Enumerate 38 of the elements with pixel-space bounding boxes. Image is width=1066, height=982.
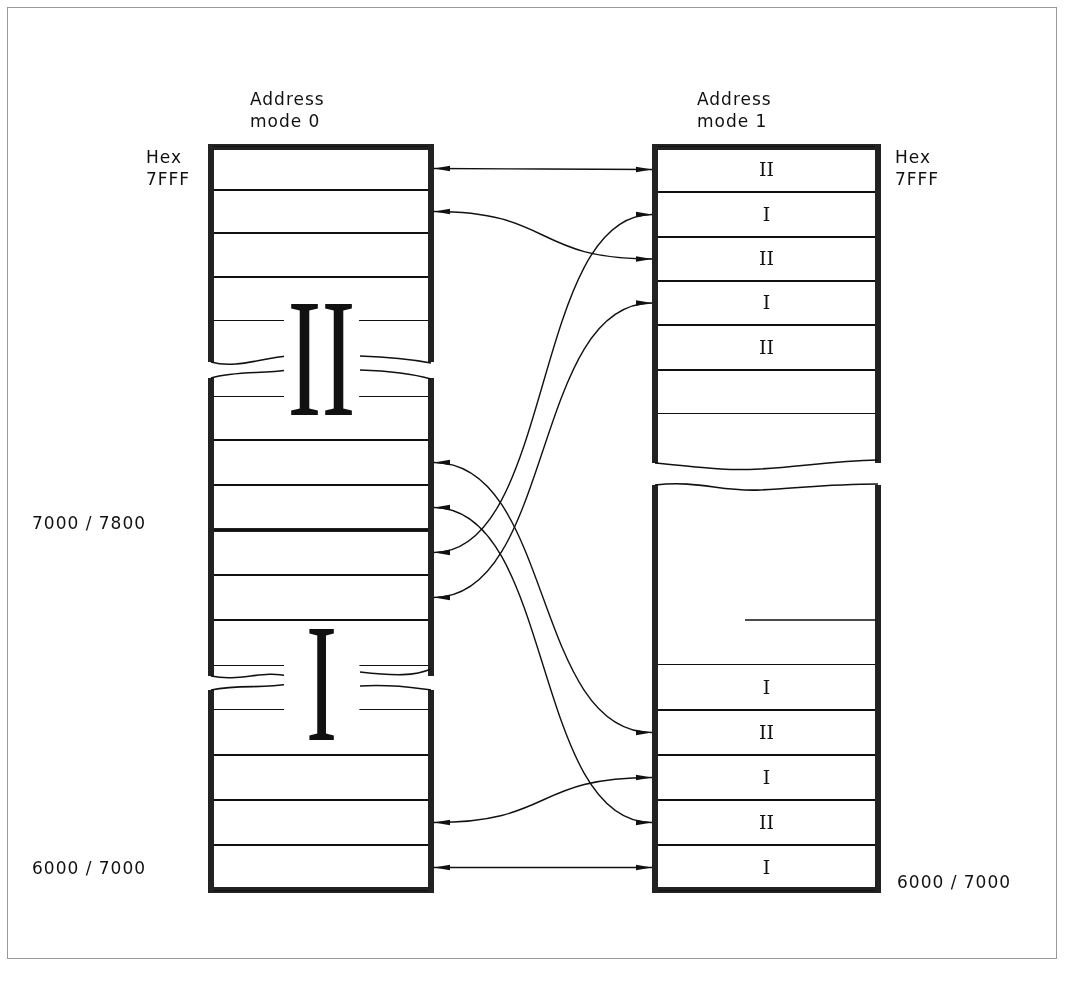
double-arrow xyxy=(433,302,653,599)
region-numeral: II xyxy=(284,302,360,415)
double-arrow xyxy=(433,209,653,262)
region-numeral: I xyxy=(284,627,360,740)
memory-row xyxy=(214,844,428,891)
double-arrow xyxy=(433,864,653,871)
column-heading: Address mode 0 xyxy=(250,88,326,132)
double-arrow xyxy=(433,506,653,824)
memory-row xyxy=(214,439,428,486)
memory-row: II xyxy=(658,236,875,282)
address-label: 7000 / 7800 xyxy=(32,512,147,534)
memory-row: II xyxy=(658,146,875,193)
address-label: 6000 / 7000 xyxy=(32,857,147,879)
memory-row xyxy=(214,484,428,531)
address-label: Hex 7FFF xyxy=(146,146,192,190)
memory-row xyxy=(214,232,428,278)
memory-row: I xyxy=(658,280,875,326)
memory-row: I xyxy=(658,754,875,801)
double-arrow xyxy=(433,461,653,734)
memory-row xyxy=(214,146,428,191)
memory-row xyxy=(214,574,428,621)
memory-row: I xyxy=(658,844,875,891)
memory-row: II xyxy=(658,709,875,756)
double-arrow xyxy=(433,165,653,173)
memory-row: II xyxy=(658,799,875,846)
memory-row xyxy=(214,799,428,846)
address-label: Hex 7FFF xyxy=(895,146,941,190)
memory-row: I xyxy=(658,191,875,238)
memory-row xyxy=(214,754,428,801)
column-heading: Address mode 1 xyxy=(697,88,773,132)
address-label: 6000 / 7000 xyxy=(897,871,1012,893)
double-arrow xyxy=(433,213,653,554)
memory-row xyxy=(214,189,428,234)
memory-row: II xyxy=(658,324,875,371)
double-arrow xyxy=(433,775,653,825)
memory-row xyxy=(658,369,875,414)
memory-row xyxy=(214,529,428,576)
memory-row: I xyxy=(658,664,875,711)
